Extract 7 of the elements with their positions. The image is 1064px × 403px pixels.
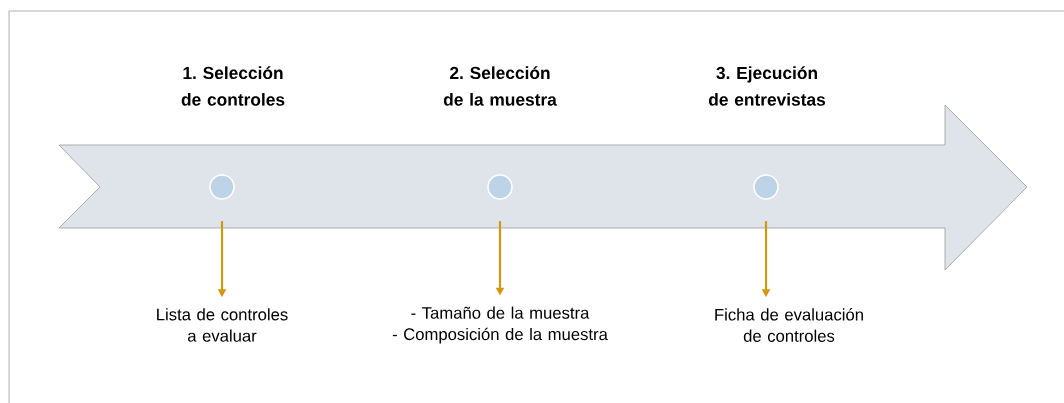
step-heading: 2. Selección de la muestra (443, 66, 557, 106)
output-text: Ficha de evaluación de controles (715, 308, 863, 342)
step-heading: 3. Ejecución de entrevistas (708, 66, 826, 106)
output-text: Lista de controles a evaluar (157, 308, 288, 342)
timeline-arrow (58, 104, 1028, 271)
output-text: - Tamaño de la muestra - Composición de la muestra (392, 306, 608, 344)
step-heading: 1. Selección de controles (181, 66, 285, 106)
